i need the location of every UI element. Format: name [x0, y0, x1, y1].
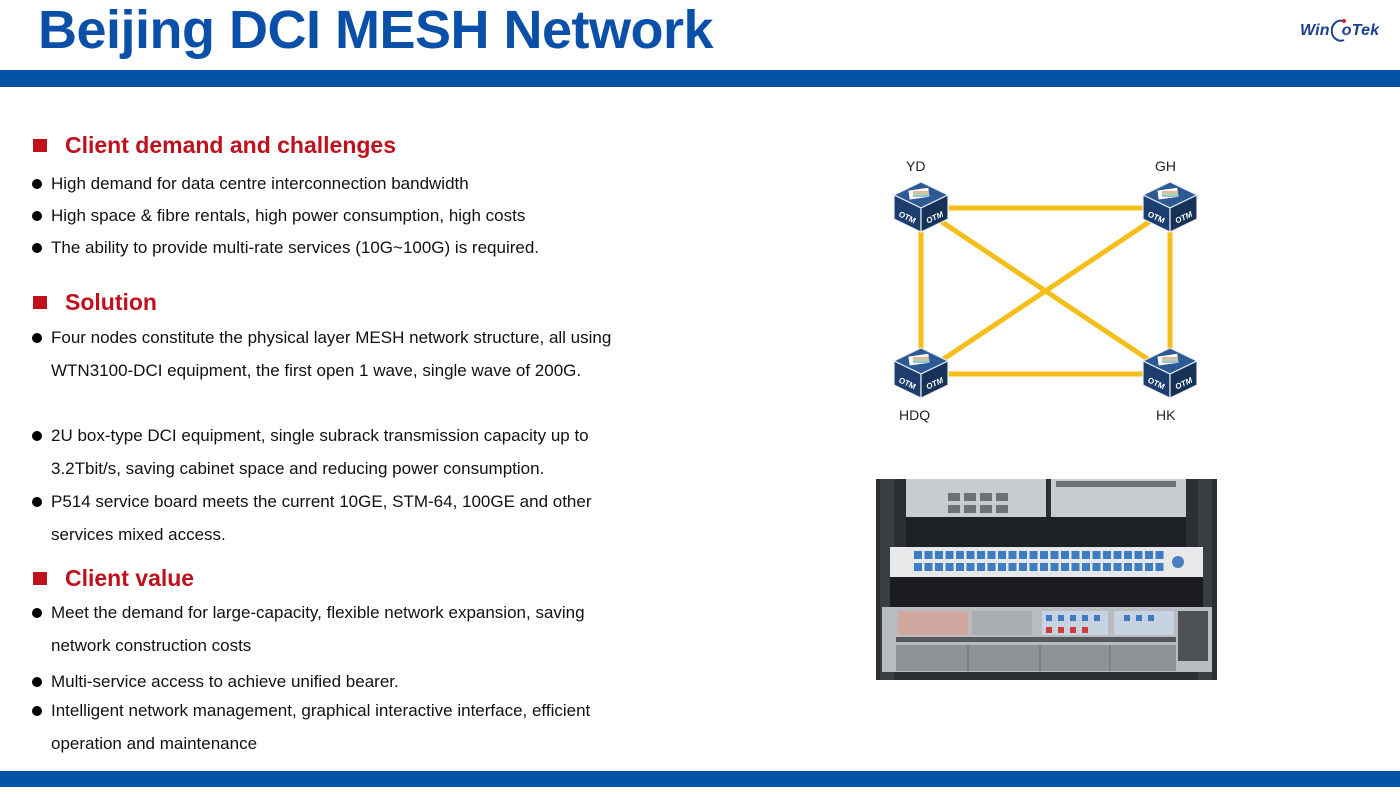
- list-item: Meet the demand for large-capacity, flex…: [32, 596, 632, 662]
- rack-illustration: [876, 479, 1217, 680]
- node-label-yd: YD: [906, 158, 926, 174]
- patch-port: [1103, 563, 1111, 571]
- bullet-dot-icon: [32, 211, 42, 221]
- patch-port: [1050, 563, 1059, 571]
- patch-port: [1092, 551, 1101, 559]
- bullet-dot-icon: [32, 431, 42, 441]
- patch-port: [1071, 563, 1080, 571]
- patch-port: [956, 563, 964, 571]
- section-heading-client-value: Client value: [33, 565, 194, 592]
- bullet-dot-icon: [32, 608, 42, 618]
- list-item: Intelligent network management, graphica…: [32, 694, 642, 760]
- logo-text-left: Win: [1300, 22, 1330, 39]
- bullet-dot-icon: [32, 243, 42, 253]
- patch-port: [924, 563, 933, 571]
- bullet-dot-icon: [32, 677, 42, 687]
- patch-port: [1040, 563, 1048, 571]
- section-heading-solution: Solution: [33, 289, 157, 316]
- patch-port: [977, 563, 985, 571]
- node-label-hdq: HDQ: [899, 407, 931, 423]
- patch-port: [945, 551, 954, 559]
- patch-port: [977, 551, 985, 559]
- patch-port: [1040, 551, 1048, 559]
- list-item: Four nodes constitute the physical layer…: [32, 321, 617, 387]
- patch-port: [1134, 563, 1143, 571]
- bullet-dot-icon: [32, 333, 42, 343]
- patch-port: [1113, 551, 1122, 559]
- patch-port: [1061, 551, 1069, 559]
- list-item: P514 service board meets the current 10G…: [32, 485, 642, 551]
- patch-port: [1155, 551, 1164, 559]
- patch-port: [945, 563, 954, 571]
- patch-port: [1124, 551, 1132, 559]
- patch-port: [924, 551, 933, 559]
- patch-port: [1134, 551, 1143, 559]
- patch-port: [1155, 563, 1164, 571]
- patch-port: [1092, 563, 1101, 571]
- bullet-dot-icon: [32, 179, 42, 189]
- section-heading-client-demand: Client demand and challenges: [33, 132, 396, 159]
- square-bullet-icon: [33, 296, 47, 309]
- patch-port: [1124, 563, 1132, 571]
- patch-port: [1029, 551, 1038, 559]
- patch-port: [1019, 563, 1027, 571]
- list-item: High space & fibre rentals, high power c…: [32, 199, 652, 232]
- logo-text-right: oTek: [1341, 22, 1380, 39]
- patch-port: [1082, 563, 1090, 571]
- node-label-gh: GH: [1155, 158, 1176, 174]
- patch-port: [1019, 551, 1027, 559]
- patch-port: [1113, 563, 1122, 571]
- patch-port: [998, 551, 1006, 559]
- patch-port: [935, 551, 943, 559]
- patch-port: [1145, 551, 1153, 559]
- list-item: The ability to provide multi-rate servic…: [32, 231, 652, 264]
- patch-port: [1071, 551, 1080, 559]
- patch-port: [987, 563, 996, 571]
- patch-port: [966, 563, 975, 571]
- patch-port: [1082, 551, 1090, 559]
- square-bullet-icon: [33, 572, 47, 585]
- patch-port: [966, 551, 975, 559]
- patch-port: [1008, 551, 1017, 559]
- square-bullet-icon: [33, 139, 47, 152]
- patch-port: [914, 563, 922, 571]
- link-gh-hdq: [919, 205, 1172, 377]
- footer-divider-bar: [0, 771, 1400, 787]
- patch-port: [1103, 551, 1111, 559]
- list-item: High demand for data centre interconnect…: [32, 167, 652, 200]
- patch-port: [956, 551, 964, 559]
- patch-port: [1061, 563, 1069, 571]
- list-item: Multi-service access to achieve unified …: [32, 665, 652, 698]
- bullet-dot-icon: [32, 497, 42, 507]
- patch-port: [1050, 551, 1059, 559]
- page-title: Beijing DCI MESH Network: [38, 0, 714, 60]
- patch-port: [1008, 563, 1017, 571]
- logo-arc-icon: [1331, 19, 1346, 42]
- bullet-dot-icon: [32, 706, 42, 716]
- list-item: 2U box-type DCI equipment, single subrac…: [32, 419, 642, 485]
- node-label-hk: HK: [1156, 407, 1176, 423]
- patch-port: [935, 563, 943, 571]
- patch-port: [914, 551, 922, 559]
- patch-port: [998, 563, 1006, 571]
- header-divider-bar: [0, 70, 1400, 87]
- patch-port: [987, 551, 996, 559]
- patch-port: [1029, 563, 1038, 571]
- equipment-rack-photo: [876, 479, 1217, 680]
- patch-port: [1145, 563, 1153, 571]
